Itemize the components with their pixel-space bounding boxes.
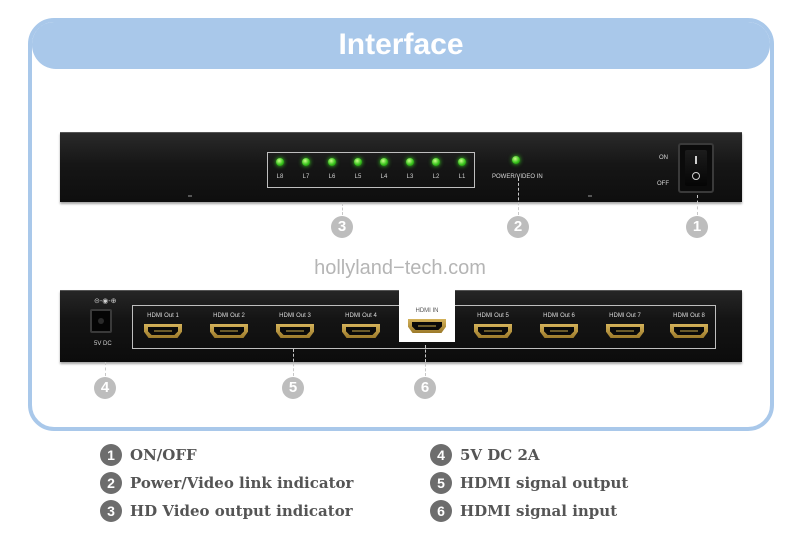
hdmi-out-2-port: HDMI Out 2: [201, 306, 257, 348]
dc-jack-pin: [98, 318, 104, 324]
leader-line: [518, 178, 519, 215]
badge-6: 6: [414, 377, 436, 399]
switch-off-label: OFF: [657, 181, 669, 187]
port-label: HDMI Out 7: [609, 313, 641, 319]
hdmi-connector-icon: [474, 324, 512, 338]
hdmi-out-3-port: HDMI Out 3: [267, 306, 323, 348]
port-label: HDMI Out 1: [147, 313, 179, 319]
legend-item-5: 5 HDMI signal output: [430, 472, 628, 494]
port-label: HDMI Out 6: [543, 313, 575, 319]
led-label: L1: [458, 174, 466, 180]
led-label: L7: [302, 174, 310, 180]
led-label: L2: [432, 174, 440, 180]
dc-power-jack: [90, 309, 112, 333]
leader-line: [425, 345, 426, 376]
hdmi-port-group: HDMI Out 1 HDMI Out 2 HDMI Out 3 HDMI Ou…: [132, 286, 717, 349]
hdmi-out-5-port: HDMI Out 5: [465, 306, 521, 348]
power-switch[interactable]: [678, 143, 714, 193]
legend-item-3: 3 HD Video output indicator: [100, 500, 353, 522]
power-label: POWER/VIDEO IN: [492, 174, 543, 180]
interface-frame: Interface: [28, 18, 774, 431]
back-panel: ⊝-◉-⊕ 5V DC HDMI Out 1 HDMI Out 2 HDMI O…: [60, 286, 742, 362]
hdmi-connector-icon: [342, 324, 380, 338]
hdmi-out-1-port: HDMI Out 1: [135, 306, 191, 348]
led-l2: [432, 158, 440, 166]
led-label: L4: [380, 174, 388, 180]
legend-number: 1: [100, 444, 122, 466]
watermark: hollyland−tech.com: [314, 257, 486, 279]
hdmi-connector-icon: [606, 324, 644, 338]
legend-text: 5V DC 2A: [460, 446, 540, 464]
legend-text: ON/OFF: [130, 446, 197, 464]
legend-text: HDMI signal output: [460, 474, 629, 492]
leader-line: [342, 203, 343, 215]
legend-number: 4: [430, 444, 452, 466]
screw: [188, 195, 192, 197]
port-label: HDMI Out 8: [673, 313, 705, 319]
leader-line: [697, 195, 698, 215]
legend-number: 5: [430, 472, 452, 494]
led-l5: [354, 158, 362, 166]
on-mark-icon: [695, 156, 697, 164]
badge-5: 5: [282, 377, 304, 399]
screw: [588, 195, 592, 197]
led-label: L3: [406, 174, 414, 180]
hdmi-out-4-port: HDMI Out 4: [333, 306, 389, 348]
legend-item-4: 4 5V DC 2A: [430, 444, 540, 466]
led-label: L6: [328, 174, 336, 180]
page-title: Interface: [338, 28, 464, 61]
legend-text: HD Video output indicator: [130, 502, 353, 520]
rocker-face: [685, 150, 707, 186]
leader-line: [293, 349, 294, 376]
led-l3: [406, 158, 414, 166]
led-l7: [302, 158, 310, 166]
led-l4: [380, 158, 388, 166]
badge-4: 4: [94, 377, 116, 399]
legend-item-2: 2 Power/Video link indicator: [100, 472, 353, 494]
legend-item-6: 6 HDMI signal input: [430, 500, 617, 522]
port-label: HDMI Out 3: [279, 313, 311, 319]
badge-1: 1: [686, 216, 708, 238]
hdmi-out-6-port: HDMI Out 6: [531, 306, 587, 348]
dc-label: 5V DC: [94, 341, 112, 347]
hdmi-connector-icon: [210, 324, 248, 338]
hdmi-in-port: HDMI IN: [399, 286, 455, 342]
off-mark-icon: [692, 172, 700, 180]
legend-number: 2: [100, 472, 122, 494]
legend-text: HDMI signal input: [460, 502, 618, 520]
leader-line: [105, 362, 106, 376]
port-label: HDMI Out 5: [477, 313, 509, 319]
led-l6: [328, 158, 336, 166]
led-label: L5: [354, 174, 362, 180]
led-label: L8: [276, 174, 284, 180]
hdmi-connector-icon: [144, 324, 182, 338]
port-label: HDMI IN: [415, 308, 439, 314]
port-label: HDMI Out 4: [345, 313, 377, 319]
hdmi-connector-icon: [276, 324, 314, 338]
hdmi-connector-icon: [540, 324, 578, 338]
front-panel: L8 L7 L6 L5 L4 L3 L2 L1 POWER/VIDEO IN O…: [60, 132, 742, 202]
legend-number: 3: [100, 500, 122, 522]
power-led: [512, 156, 520, 164]
legend-text: Power/Video link indicator: [130, 474, 354, 492]
legend-number: 6: [430, 500, 452, 522]
led-l1: [458, 158, 466, 166]
title-bar: Interface: [32, 22, 770, 69]
led-l8: [276, 158, 284, 166]
legend-item-1: 1 ON/OFF: [100, 444, 197, 466]
badge-3: 3: [331, 216, 353, 238]
port-label: HDMI Out 2: [213, 313, 245, 319]
badge-2: 2: [507, 216, 529, 238]
dc-polarity-symbol: ⊝-◉-⊕: [94, 298, 117, 305]
switch-on-label: ON: [659, 155, 668, 161]
hdmi-connector-icon: [670, 324, 708, 338]
hdmi-out-7-port: HDMI Out 7: [597, 306, 653, 348]
led-indicator-group: L8 L7 L6 L5 L4 L3 L2 L1: [267, 152, 475, 188]
hdmi-connector-icon: [408, 319, 446, 333]
hdmi-out-8-port: HDMI Out 8: [661, 306, 717, 348]
